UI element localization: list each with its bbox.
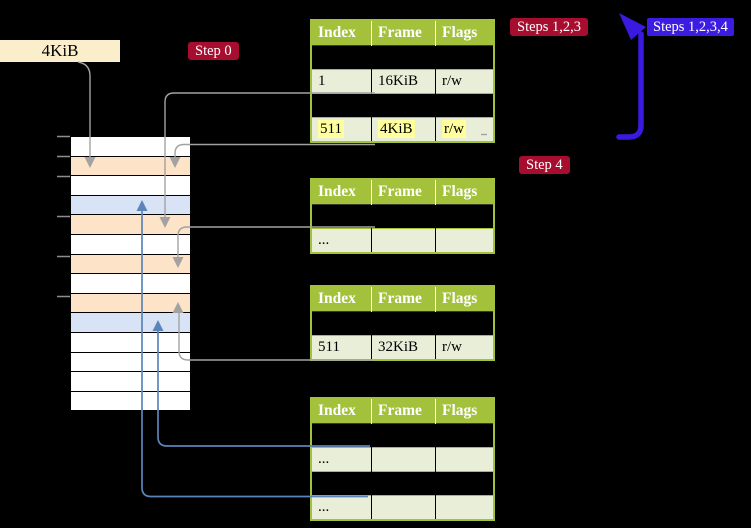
table-cell: 0 (311, 423, 372, 448)
table-cell: r/w (435, 117, 494, 142)
table-cell: - (371, 45, 436, 70)
memory-frame-peach (71, 215, 190, 235)
memory-frame-peach (71, 156, 190, 177)
table-cell: 511 (311, 117, 372, 142)
table-cell: ... (311, 447, 372, 472)
memory-frame-white (71, 274, 190, 294)
table-cell: r/w (435, 69, 494, 94)
wraparound-arrowhead (619, 13, 646, 40)
memory-frame-peach (71, 293, 190, 314)
column-header: Frame (371, 398, 436, 424)
column-header: Frame (371, 20, 436, 46)
memory-frame-white (71, 234, 190, 255)
table-cell: 36KiB (371, 423, 436, 448)
table-row: 0-- (311, 45, 494, 70)
memory-frame-white (71, 332, 190, 353)
highlighted-cell-text: r/w (442, 120, 466, 138)
wraparound-arrow (616, 13, 646, 140)
table-cell: r/w (435, 423, 494, 448)
column-header: Index (311, 286, 372, 312)
table-cell: r/w (435, 335, 494, 360)
table-cell (435, 311, 494, 336)
table-cell: r (435, 471, 494, 496)
table-cell (435, 93, 494, 118)
memory-frame-blue (71, 195, 190, 216)
column-header: Frame (371, 286, 436, 312)
memory-frame-white (71, 352, 190, 373)
step-4-label: Step 4 (519, 156, 570, 174)
table-cell (371, 93, 436, 118)
table-cell (371, 311, 436, 336)
memory-frame-peach (71, 254, 190, 275)
memory-frame-white (71, 176, 190, 196)
table-cell: ... (311, 228, 372, 253)
table-cell: - (435, 45, 494, 70)
table-cell (435, 228, 494, 253)
column-header: Flags (435, 286, 494, 312)
page-size-label: 4KiB (0, 40, 120, 62)
table-cell: ... (311, 311, 372, 336)
memory-frame-white (71, 391, 190, 411)
table-cell (371, 495, 436, 520)
step-0-label: Step 0 (188, 42, 239, 60)
physical-memory-stack (70, 136, 191, 412)
table-row: ... (311, 447, 494, 472)
memory-frame-white (71, 137, 190, 157)
steps-123-label: Steps 1,2,3 (510, 18, 589, 36)
connector-table1-row511-to-frame (174, 143, 375, 157)
table-cell: 127 (311, 471, 372, 496)
column-header: Flags (435, 398, 494, 424)
table-cell (371, 228, 436, 253)
table-cell: ... (311, 93, 372, 118)
table-cell: 0 (311, 45, 372, 70)
memory-frame-blue (71, 313, 190, 333)
table-cell (435, 447, 494, 472)
table-cell (435, 495, 494, 520)
table-row: ... (311, 228, 494, 253)
steps-1234-label: Steps 1,2,3,4 (647, 18, 734, 36)
tick-marks (57, 135, 70, 298)
table-cell: 0 (311, 204, 372, 229)
table-row: ... (311, 93, 494, 118)
memory-frame-white (71, 372, 190, 392)
column-header: Frame (371, 179, 436, 205)
table-cell: r/w (435, 204, 494, 229)
column-header: Index (311, 179, 372, 205)
highlighted-cell-text: 511 (318, 120, 344, 138)
highlighted-cell-text: 4KiB (378, 120, 415, 138)
table-cell: 4KiB (371, 117, 436, 142)
column-header: Flags (435, 20, 494, 46)
table-cell: ... (311, 495, 372, 520)
table-cell: 24KiB (371, 204, 436, 229)
table-cell: 1 (311, 69, 372, 94)
table-row: ... (311, 311, 494, 336)
table-cell: 511 (311, 335, 372, 360)
table-row: 511 4KiB r/w (311, 117, 494, 142)
table-cell: 12KiB (371, 471, 436, 496)
table-cell: 16KiB (371, 69, 436, 94)
column-header: Index (311, 398, 372, 424)
column-header: Index (311, 20, 372, 46)
column-header: Flags (435, 179, 494, 205)
wraparound-arrow-shaft (616, 31, 644, 140)
table-cell: 32KiB (371, 335, 436, 360)
table-row: ... (311, 495, 494, 520)
table-cell (371, 447, 436, 472)
